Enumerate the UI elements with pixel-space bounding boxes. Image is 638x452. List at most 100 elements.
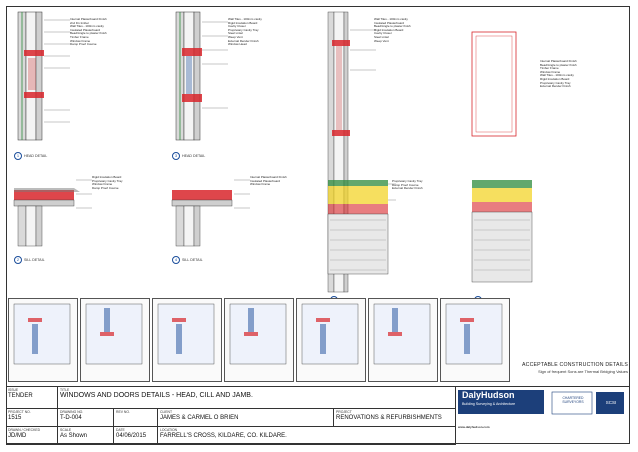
detail-5-notes: Wall Tiles - 100mm cavity Insulated Plas… [374, 17, 454, 43]
note: Damp Proof Course [392, 182, 419, 187]
location-label: LOCATION [160, 428, 178, 432]
company-name: DalyHudson [462, 390, 515, 400]
note: Insulated Plasterboard [374, 20, 405, 25]
drawn-value: JD/MD [8, 433, 27, 439]
detail-5-notes-lower: Proprietary Cavity Tray Damp Proof Cours… [392, 179, 462, 191]
company-tagline: Building Surveying & Architecture [462, 402, 516, 406]
note: Rigid Insulation Board [92, 175, 122, 179]
contact-line: www.dalyhudson.com [458, 425, 628, 429]
client-label: CLIENT [160, 410, 173, 414]
drawn-label: DRAWN / CHECKED [8, 428, 41, 432]
note: Wall Tiles - 100mm cavity [228, 17, 262, 21]
note: Rigid Insulation Board [228, 20, 258, 25]
company-logo-block [458, 390, 624, 415]
note: Weep Vent [228, 34, 243, 39]
note: Window Head [228, 42, 247, 47]
detail-label: SILL DETAIL [24, 258, 45, 262]
note: Internal Plasterboard Finish [540, 59, 577, 63]
title-block: ISSUE TENDER TITLE WINDOWS AND DOORS DET… [6, 386, 630, 445]
detail-3-tag: 3 HEAD DETAIL [172, 152, 205, 160]
note: Window Frame [92, 182, 113, 187]
detail-4-drawing [171, 179, 250, 247]
detail-4-notes: Internal Plasterboard Finish Insulated P… [250, 175, 318, 187]
note: Window Frame [540, 69, 561, 74]
rev-cell: REV NO. [114, 409, 158, 427]
drawing-no-label: DRAWING NO. [60, 410, 84, 414]
note: Steel Lintel [374, 34, 389, 39]
detail-5-drawing [327, 11, 396, 293]
title-value: WINDOWS AND DOORS DETAILS - HEAD, CILL A… [60, 392, 253, 399]
detail-1-tag: 1 HEAD DETAIL [14, 152, 47, 160]
client-value: JAMES & CARMEL O BRIEN [160, 415, 239, 421]
detail-1-notes: Internal Plasterboard Finish 2nd Fix tim… [70, 17, 142, 47]
detail-6-notes: Internal Plasterboard Finish Bead/Angle … [540, 59, 626, 89]
detail-number: 4 [172, 256, 180, 264]
detail-label: HEAD DETAIL [182, 154, 206, 158]
note: Internal Plasterboard Finish [250, 175, 287, 179]
note: Internal Plasterboard Finish [70, 17, 107, 21]
note: Window Frame [70, 38, 91, 43]
detail-label: HEAD DETAIL [24, 154, 48, 158]
note: Damp Proof Course [70, 42, 97, 47]
drawing-no-value: T-D-004 [60, 415, 82, 421]
issue-value: TENDER [8, 393, 33, 399]
project-value: RENOVATIONS & REFURBISHMENTS [336, 415, 442, 421]
note: Window Frame [250, 182, 271, 187]
chartered-surveyors-badge: CHARTERED SURVEYORS [562, 396, 584, 404]
note: Proprietary Cavity Tray [540, 80, 571, 85]
detail-2-tag: 2 SILL DETAIL [14, 256, 45, 264]
detail-1-drawing [17, 11, 70, 141]
scale-cell: SCALE As Shown [58, 427, 114, 445]
rev-label: REV NO. [116, 410, 130, 414]
location-cell: LOCATION FARRELL'S CROSS, KILDARE, CO. K… [158, 427, 456, 445]
note: External Render Finish [392, 186, 423, 191]
project-cell: PROJECT RENOVATIONS & REFURBISHMENTS [334, 409, 456, 427]
detail-2-notes: Rigid Insulation Board Proprietary Cavit… [92, 175, 160, 190]
detail-3-notes: Wall Tiles - 100mm cavity Rigid Insulati… [228, 17, 302, 47]
detail-number: 3 [172, 152, 180, 160]
acceptable-details-title: ACCEPTABLE CONSTRUCTION DETAILS [521, 362, 628, 368]
note: Wall Tiles - 100mm cavity [70, 24, 104, 29]
note: Weep Vent [374, 38, 389, 43]
project-label: PROJECT [336, 410, 352, 414]
note: Proprietary Cavity Tray [228, 27, 259, 32]
note: Cavity Closer [374, 31, 392, 36]
thumbnail-art [13, 303, 503, 365]
detail-number: 2 [14, 256, 22, 264]
note: Rigid Insulation Board [374, 27, 404, 32]
note: Timber Frame [70, 34, 89, 39]
note: Timber Frame [540, 66, 559, 71]
note: Wall Tiles - 100mm cavity [374, 17, 408, 21]
note: External Render Finish [540, 84, 571, 89]
date-cell: DATE 04/06/2015 [114, 427, 158, 445]
note: 2nd Fix timber [70, 20, 90, 25]
detail-3-drawing [175, 11, 228, 141]
date-label: DATE [116, 428, 125, 432]
note: Bead/Angle to plaster finish [374, 24, 411, 29]
note: Insulated Plasterboard [250, 178, 281, 183]
note: Damp Proof Course [92, 185, 119, 190]
note: External Render Finish [228, 38, 259, 43]
title-cell: TITLE WINDOWS AND DOORS DETAILS - HEAD, … [58, 387, 456, 409]
note: Rigid Insulation Board [540, 76, 570, 81]
drawn-cell: DRAWN / CHECKED JD/MD [6, 427, 58, 445]
title-label: TITLE [60, 388, 70, 392]
issue-label: ISSUE [8, 388, 19, 392]
location-value: FARRELL'S CROSS, KILDARE, CO. KILDARE. [160, 433, 287, 439]
note: Proprietary Cavity Tray [92, 178, 123, 183]
detail-6-drawing [471, 31, 533, 283]
website-link[interactable]: www.dalyhudson.com [458, 425, 490, 429]
detail-4-tag: 4 SILL DETAIL [172, 256, 203, 264]
detail-label: SILL DETAIL [182, 258, 203, 262]
detail-number: 1 [14, 152, 22, 160]
scsi-badge: SCSI [605, 400, 617, 405]
note: Steel Lintel [228, 31, 243, 36]
note: Cavity Closer [228, 24, 246, 29]
client-cell: CLIENT JAMES & CARMEL O BRIEN [158, 409, 334, 427]
note: Insulated Plasterboard [70, 27, 101, 32]
project-no-cell: PROJECT NO. 1515 [6, 409, 58, 427]
project-no-value: 1515 [8, 415, 22, 421]
note: Bead/Angle to plaster finish [540, 62, 577, 67]
drawing-no-cell: DRAWING NO. T-D-004 [58, 409, 114, 427]
